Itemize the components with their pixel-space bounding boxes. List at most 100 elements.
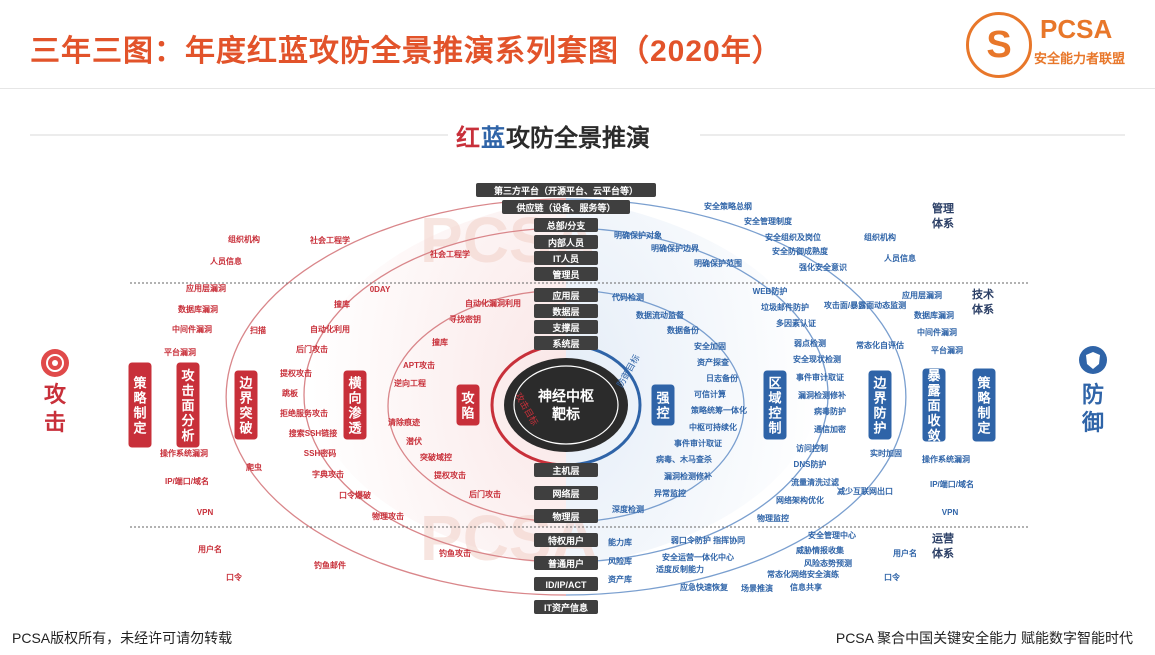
ring-outer-right — [565, 198, 907, 596]
defense-item: 安全管理制度 — [744, 216, 793, 226]
defense-item: 多因素认证 — [776, 318, 816, 328]
defense-item: 中枢可持续化 — [689, 422, 737, 432]
defense-item: 场景推演 — [741, 583, 773, 593]
attack-item: 0DAY — [370, 285, 391, 294]
defense-item: 事件审计取证 — [674, 438, 722, 448]
attack-phase-box — [456, 384, 480, 426]
ring-inner-right — [565, 343, 642, 467]
attack-item: 钓鱼攻击 — [439, 548, 471, 558]
stack-label: 供应链（设备、服务等） — [515, 202, 615, 213]
defense-item: 安全管理中心 — [808, 530, 856, 540]
attack-label-2: 击 — [44, 410, 66, 435]
defense-phase-box-label: 区域控制 — [768, 376, 781, 436]
defense-phase-box-label: 强控 — [656, 391, 669, 421]
attack-item: 字典攻击 — [312, 469, 344, 479]
defense-item: 信息共享 — [790, 582, 822, 592]
attack-item: 用户名 — [197, 544, 222, 554]
attack-item: 跳板 — [282, 388, 299, 398]
defense-item: 日志备份 — [706, 373, 739, 383]
attack-phase-box-label: 边界突破 — [238, 376, 253, 436]
defense-item: 弱口令防护 指挥协同 — [671, 535, 745, 545]
defense-item: 物理监控 — [757, 513, 789, 523]
brand-name: PCSA — [1040, 14, 1113, 44]
defense-item: 组织机构 — [864, 232, 896, 242]
attack-phase-box-label: 横向渗透 — [348, 376, 362, 436]
stack-label: 总部/分支 — [547, 220, 587, 231]
defense-labels: 安全策略总纲安全管理制度安全组织及岗位安全防御成熟度强化安全意识明确保护对象明确… — [608, 201, 974, 593]
brand-subtitle: 安全能力者联盟 — [1034, 51, 1126, 66]
defense-item: 风险态势预测 — [804, 558, 852, 568]
defense-item: 适度反制能力 — [656, 564, 704, 574]
footer-slogan: PCSA 聚合中国关键安全能力 赋能数字智能时代 — [835, 630, 1133, 646]
defense-item: 中间件漏洞 — [917, 327, 957, 337]
defense-item: 数据流动监督 — [636, 310, 684, 320]
stack-box — [534, 235, 598, 249]
defense-item: 强化安全意识 — [799, 262, 847, 272]
attack-item: 人员信息 — [210, 256, 242, 266]
defense-phase-box — [763, 370, 787, 440]
stack-label: 应用层 — [552, 290, 579, 301]
defense-item: 能力库 — [608, 537, 632, 547]
target-icon-ring — [46, 354, 64, 372]
core-label-1: 神经中枢 — [538, 388, 594, 404]
defense-item: 安全组织及岗位 — [765, 232, 821, 242]
attack-item: 应用层漏洞 — [186, 283, 226, 293]
attack-item: 突破域控 — [420, 452, 452, 462]
ring-2-right — [565, 227, 829, 563]
defense-phase-box — [651, 384, 675, 426]
footer-copyright: PCSA版权所有，未经许可请勿转载 — [12, 630, 233, 646]
defense-item: 应用层漏洞 — [902, 290, 942, 300]
defense-item: 病毒、木马查杀 — [656, 454, 712, 464]
attack-item: 扫描 — [250, 325, 266, 335]
attack-item: 社会工程学 — [309, 235, 350, 245]
stack-box — [534, 556, 598, 570]
defense-item: DNS防护 — [794, 459, 827, 469]
target-icon-dot — [52, 360, 58, 366]
stack-label: 物理层 — [552, 511, 579, 522]
defense-item: VPN — [942, 508, 959, 517]
attack-item: 自动化漏洞利用 — [465, 298, 521, 308]
attack-item: 搜索SSH链接 — [289, 428, 337, 438]
ring-3-left — [387, 289, 567, 523]
defense-item: 通信加密 — [814, 424, 846, 434]
stack-label: 网络层 — [552, 488, 579, 499]
attack-label-1: 攻 — [44, 382, 67, 407]
defense-item: 异常监控 — [654, 488, 686, 498]
defense-item: 代码检测 — [611, 292, 644, 302]
stack-box — [534, 533, 598, 547]
attack-item: 寻找密钥 — [449, 314, 481, 324]
attack-item: 拒绝服务攻击 — [280, 408, 328, 418]
attack-phase-box — [343, 370, 367, 440]
defense-item: WEB防护 — [753, 286, 788, 296]
stack-box — [534, 218, 598, 232]
attack-item: 提权攻击 — [434, 470, 466, 480]
defense-item: 人员信息 — [884, 253, 916, 263]
attack-item: 后门攻击 — [296, 344, 328, 354]
defense-item: 数据库漏洞 — [914, 310, 954, 320]
attack-item: 中间件漏洞 — [172, 324, 212, 334]
defense-item: 常态化网络安全演练 — [767, 569, 839, 579]
attack-labels: 组织机构人员信息社会工程学社会工程学应用层漏洞数据库漏洞中间件漏洞平台漏洞操作系… — [160, 234, 521, 582]
stack-label: 主机层 — [552, 465, 579, 476]
attack-phase-box-label: 攻击面分析 — [181, 368, 195, 443]
blue-half-fill — [566, 198, 821, 568]
defense-item: 深度检测 — [612, 504, 644, 514]
defense-item: 数据备份 — [667, 325, 700, 335]
attack-item: 撞库 — [334, 299, 350, 309]
defense-item: 实时加固 — [870, 448, 902, 458]
attack-item: SSH密码 — [304, 448, 336, 458]
core-ring — [513, 365, 619, 445]
defense-item: 明确保护边界 — [651, 243, 700, 253]
defense-item: 安全加固 — [694, 341, 726, 351]
stack-label: 特权用户 — [548, 535, 584, 546]
attack-item: 组织机构 — [228, 234, 260, 244]
defense-phase-box-label: 策略制定 — [976, 376, 991, 436]
defense-item: 垃圾邮件防护 — [761, 302, 809, 312]
attack-phase-box-label: 策略制定 — [132, 376, 147, 436]
system-label: 技术 — [972, 287, 994, 301]
defense-label-2: 御 — [1081, 410, 1104, 435]
attack-item: 后门攻击 — [469, 489, 501, 499]
stack-label: 第三方平台（开源平台、云平台等） — [494, 185, 638, 196]
ring-2-left — [303, 227, 567, 563]
